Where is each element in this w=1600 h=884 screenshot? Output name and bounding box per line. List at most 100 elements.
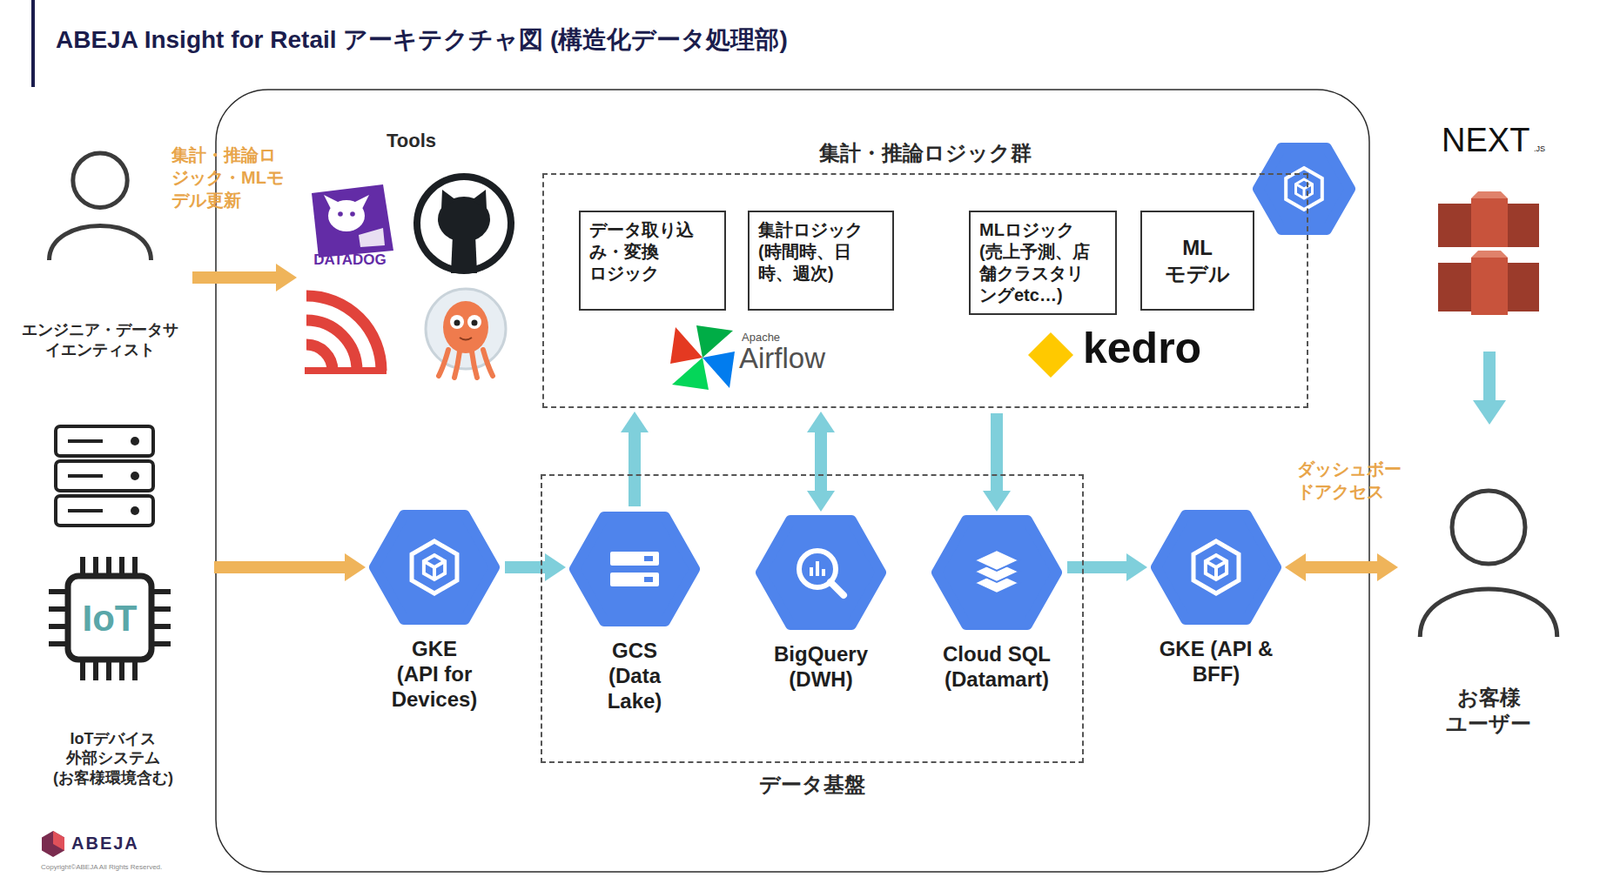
node-text: Cloud SQL (Datamart) bbox=[930, 642, 1063, 693]
chip-label: IoT bbox=[69, 598, 150, 640]
person-icon bbox=[1401, 487, 1576, 640]
kedro-logo bbox=[1028, 332, 1074, 378]
edge-label: 集計・推論ロ ジック・MLモ デル更新 bbox=[171, 143, 290, 212]
server-icon-part bbox=[130, 436, 140, 446]
flow-arrow bbox=[1305, 561, 1378, 574]
server-icon-part bbox=[130, 471, 140, 481]
argo-logo-part bbox=[459, 337, 472, 341]
flow-arrow bbox=[990, 413, 1003, 491]
diagram-title: ABEJA Insight for Retail アーキテクチャ図 (構造化デー… bbox=[55, 26, 788, 54]
iot-chip-icon bbox=[48, 557, 171, 681]
hexagon-shape bbox=[931, 515, 1063, 631]
airflow-logo-part bbox=[702, 351, 735, 389]
gke-hexagon-icon-part bbox=[1296, 179, 1313, 199]
node-text: データ取り込 み・変換 ロジック bbox=[589, 219, 700, 285]
logo-wordmark: NEXT bbox=[1441, 121, 1530, 161]
aws-logo-part bbox=[1471, 191, 1508, 199]
logo-wordmark: Airflow bbox=[739, 342, 826, 376]
hexagon-icon-part bbox=[821, 569, 826, 577]
node-text: お客様 ユーザー bbox=[1443, 685, 1534, 738]
engineer-person: エンジニア・データサ イエンティスト bbox=[13, 149, 188, 360]
argo-logo-part bbox=[450, 315, 464, 330]
frontend-arrow-part bbox=[1483, 351, 1496, 403]
customer-person: お客様 ユーザー bbox=[1401, 487, 1576, 738]
title-bar-part bbox=[31, 0, 35, 88]
node-text: Tools bbox=[386, 128, 437, 154]
sentry-logo-part bbox=[304, 367, 387, 375]
github-logo-part bbox=[441, 189, 487, 209]
argo-logo-part bbox=[467, 315, 482, 330]
airflow-logo-part bbox=[672, 357, 709, 390]
aws-logo-part bbox=[1438, 203, 1472, 248]
data-platform-group: データ基盤GCS (Data Lake)BigQuery (DWH)Cloud … bbox=[540, 474, 1084, 764]
hexagon-icon-part bbox=[423, 561, 445, 580]
flow-arrow bbox=[814, 432, 827, 491]
aws-logo-part bbox=[1438, 262, 1472, 312]
aws-logo-part bbox=[1471, 257, 1508, 316]
process-box: 集計ロジック (時間時、日 時、週次) bbox=[747, 210, 895, 311]
process-box: データ取り込 み・変換 ロジック bbox=[578, 210, 727, 311]
datadog-logo-part bbox=[311, 184, 394, 258]
hexagon-icon-part bbox=[830, 582, 844, 596]
person-body bbox=[49, 225, 152, 261]
datadog-logo-part bbox=[323, 194, 342, 209]
hexagon-icon-part bbox=[1193, 541, 1239, 594]
copyright-note: Copyright©ABEJA All Rights Reserved. bbox=[40, 863, 162, 872]
person-head bbox=[73, 153, 128, 208]
logo-caption: .JS bbox=[1533, 144, 1546, 154]
aws-logo-part bbox=[1471, 250, 1508, 258]
hexagon-icon-part bbox=[574, 517, 695, 622]
hexagon-icon-part bbox=[610, 551, 659, 566]
hexagon-icon-part bbox=[1156, 515, 1277, 620]
node-text: IoTデバイス 外部システム (お客様環境含む) bbox=[48, 729, 178, 789]
gcs-hexagon: GCS (Data Lake) bbox=[569, 511, 700, 714]
system-container bbox=[215, 89, 1370, 873]
edge-label: ダッシュボー ドアクセス bbox=[1297, 457, 1407, 504]
abeja-logo-part bbox=[41, 831, 65, 858]
flow-arrow bbox=[1067, 561, 1127, 574]
node-text: 集計ロジック (時間時、日 時、週次) bbox=[758, 219, 868, 285]
github-logo-part bbox=[413, 173, 515, 275]
cloudsql-hexagon: Cloud SQL (Datamart) bbox=[931, 515, 1063, 693]
company-logo: ABEJA bbox=[71, 833, 140, 854]
hexagon-shape bbox=[569, 511, 700, 627]
hexagon-icon-part bbox=[1205, 555, 1227, 580]
frontend-arrow-part bbox=[1472, 400, 1506, 425]
hexagon-icon-part bbox=[374, 515, 495, 620]
frontend-arrow bbox=[1472, 351, 1506, 425]
server-icon-part bbox=[130, 506, 140, 516]
hexagon-icon-part bbox=[411, 541, 458, 594]
hexagon-shape bbox=[1150, 510, 1282, 626]
argo-logo-part bbox=[443, 301, 489, 354]
model-box: ML モデル bbox=[1140, 210, 1255, 311]
argo-logo bbox=[425, 289, 506, 378]
hexagon-shape bbox=[755, 515, 887, 631]
hexagon-icon-part bbox=[936, 520, 1057, 626]
argo-logo-part bbox=[425, 289, 506, 370]
datadog-logo-part bbox=[358, 228, 385, 248]
node-text: GCS (Data Lake) bbox=[599, 638, 670, 714]
node-text: GKE (API & BFF) bbox=[1155, 637, 1278, 688]
gke-hexagon-icon-part bbox=[1296, 184, 1313, 200]
argo-logo-part bbox=[471, 320, 478, 327]
node-text: GKE (API for Devices) bbox=[389, 637, 480, 713]
aws-logo-part bbox=[1507, 203, 1540, 248]
gke-hexagon-icon bbox=[1257, 147, 1351, 230]
flow-arrow bbox=[214, 561, 345, 574]
aws-logo bbox=[1438, 191, 1540, 316]
hexagon-shape bbox=[369, 510, 500, 626]
abeja-logo-part bbox=[53, 831, 65, 852]
logo-caption: DATADOG bbox=[304, 251, 396, 269]
flow-arrow bbox=[504, 561, 545, 574]
airflow-logo-part bbox=[670, 327, 703, 364]
gke-hexagon-icon-part bbox=[1257, 147, 1351, 230]
aws-logo-part bbox=[1471, 198, 1508, 248]
node-text: BigQuery (DWH) bbox=[759, 642, 882, 693]
sentry-logo bbox=[304, 295, 387, 371]
node-text: エンジニア・データサ イエンティスト bbox=[19, 320, 182, 360]
node-text: MLロジック (売上予測、店 舗クラスタリ ングetc…) bbox=[979, 219, 1096, 307]
node-text: ML モデル bbox=[1163, 235, 1232, 288]
sentry-logo-part bbox=[306, 295, 382, 371]
github-logo bbox=[413, 173, 515, 275]
